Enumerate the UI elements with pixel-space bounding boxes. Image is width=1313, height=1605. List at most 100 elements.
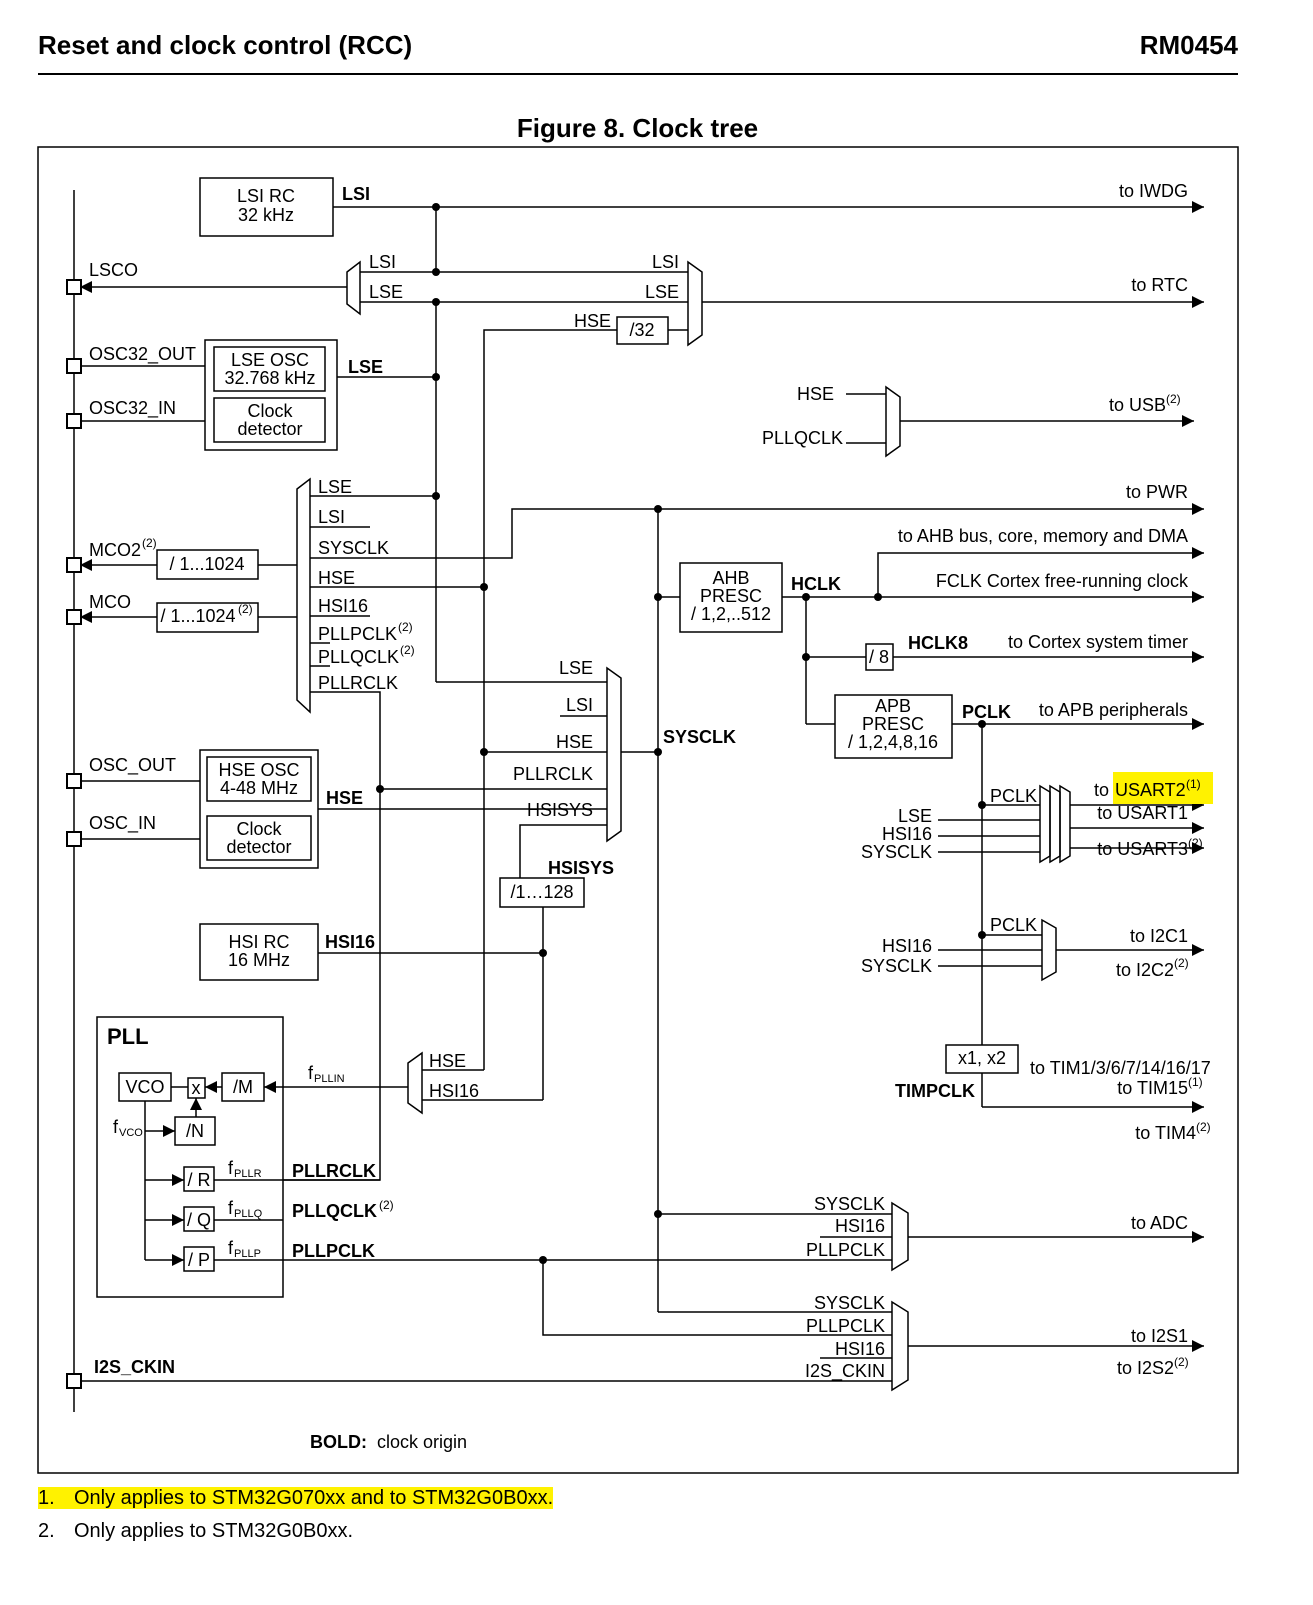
hsisys-label: HSISYS (548, 858, 614, 878)
usart2-ref: (1) (1186, 777, 1201, 791)
pll-src-hse-label: HSE (429, 1051, 466, 1071)
i2s-in-ckin: I2S_CKIN (805, 1361, 885, 1382)
i2s-in-sysclk: SYSCLK (814, 1293, 885, 1313)
pll-block (96, 1016, 284, 1298)
rtc-mux (687, 260, 703, 347)
fpllin-sub: PLLIN (314, 1073, 345, 1085)
pwr-label: to PWR (1126, 482, 1188, 502)
pclk-label: PCLK (962, 702, 1011, 722)
hsi-rc-block (199, 923, 319, 981)
legend-bold: BOLD: (310, 1432, 367, 1452)
legend-text: clock origin (377, 1432, 467, 1452)
usart-in-sysclk: SYSCLK (861, 842, 932, 862)
document-id: RM0454 (1139, 30, 1238, 60)
adc-in-hsi16: HSI16 (835, 1216, 885, 1236)
ahb-presc-ratio: / 1,2,..512 (691, 604, 771, 624)
apb-presc-label-2: PRESC (862, 714, 924, 734)
hsi-rc-freq: 16 MHz (228, 950, 290, 970)
rtc-lsi-label: LSI (652, 252, 679, 272)
i2s2-label: to I2S2 (1117, 1358, 1174, 1378)
tim-a-label: to TIM1/3/6/7/14/16/17 (1030, 1058, 1211, 1078)
junction (654, 593, 662, 601)
hclk-label: HCLK (791, 574, 841, 594)
fpllq-sub: PLLQ (234, 1208, 263, 1220)
usart2-label: USART2 (1115, 780, 1186, 800)
i2s-mux (891, 1300, 909, 1392)
hse-osc-block (206, 756, 312, 802)
footnote-2-num: 2. (38, 1520, 55, 1542)
mco-pin-label: MCO (89, 592, 131, 612)
div8-label: / 8 (869, 647, 889, 667)
hse-detector-label-2: detector (226, 837, 291, 857)
junction (376, 785, 384, 793)
i2s-pllp-in (542, 1260, 892, 1336)
tim4-ref: (2) (1196, 1120, 1211, 1134)
usart2-highlight (1113, 772, 1213, 804)
fpllp-label: f (228, 1238, 234, 1258)
section-title: Reset and clock control (RCC) (38, 30, 413, 60)
usb-label: to USB (1109, 395, 1166, 415)
pllqclk-origin-ref: (2) (379, 1198, 394, 1212)
footnote-1: 1.Only applies to STM32G070xx and to STM… (38, 1487, 554, 1510)
junction (539, 1256, 547, 1264)
fvco-label: f (113, 1117, 119, 1137)
junction (432, 268, 440, 276)
sys-in-hse: HSE (556, 732, 593, 752)
junction (978, 801, 986, 809)
diagram-frame (37, 146, 1239, 1474)
usart3-ref: (2) (1188, 836, 1203, 850)
mco-in-pllpclk: PLLPCLK (318, 624, 397, 644)
pll-src-mux (407, 1051, 423, 1115)
hse-vertical (483, 329, 617, 1070)
pllrclk-origin-label: PLLRCLK (292, 1161, 376, 1181)
pllpclk-origin-label: PLLPCLK (292, 1241, 375, 1261)
fpllp-sub: PLLP (234, 1248, 261, 1260)
pll-src-hsi16-label: HSI16 (429, 1081, 479, 1101)
usb-mux (885, 385, 901, 458)
figure-title: Figure 8. Clock tree (516, 113, 759, 143)
mco-sysclk-in (310, 503, 1204, 559)
div-p-label: / P (188, 1250, 210, 1270)
fpllr-sub: PLLR (234, 1168, 262, 1180)
lse-detector-label-2: detector (237, 419, 302, 439)
sys-in-hsisys: HSISYS (527, 800, 593, 820)
junction (480, 748, 488, 756)
adc-label: to ADC (1131, 1213, 1188, 1233)
lse-origin-label: LSE (348, 357, 383, 377)
pin-osc-out (66, 773, 82, 789)
tim-mult-label: x1, x2 (958, 1048, 1006, 1068)
mco-div-ref: (2) (238, 602, 253, 616)
i2s2-ref: (2) (1174, 1355, 1189, 1369)
junction (978, 720, 986, 728)
adc-mux (891, 1201, 909, 1272)
usart-pclk-label: PCLK (990, 786, 1037, 806)
usb-ref: (2) (1166, 392, 1181, 406)
sys-hsisys-in (519, 824, 607, 878)
pin-osc32-in (66, 413, 82, 429)
mco-in-hse: HSE (318, 568, 355, 588)
hsisys-div-block (499, 877, 585, 908)
lse-osc-freq: 32.768 kHz (224, 368, 315, 388)
header-rule (38, 73, 1238, 75)
rtc-lse-label: LSE (645, 282, 679, 302)
mco-in-pllrclk: PLLRCLK (318, 673, 398, 693)
iwdg-label: to IWDG (1119, 181, 1188, 201)
i2s-ckin-pin-label: I2S_CKIN (94, 1357, 175, 1377)
usart-mux-2 (1049, 784, 1061, 864)
pin-mco (66, 609, 82, 625)
usb-pllq-label: PLLQCLK (762, 428, 843, 448)
junction (539, 949, 547, 957)
apb-presc-label: APB (875, 696, 911, 716)
div-q-label: / Q (187, 1210, 211, 1230)
i2s-in-hsi16: HSI16 (835, 1339, 885, 1359)
junction (480, 583, 488, 591)
hsi16-origin-label: HSI16 (325, 932, 375, 952)
i2c1-label: to I2C1 (1130, 926, 1188, 946)
mco-div-label: / 1...1024 (160, 606, 235, 626)
adc-in-sysclk: SYSCLK (814, 1194, 885, 1214)
div-q-block (183, 1206, 215, 1232)
hsisys-div-label: /1…128 (510, 882, 573, 902)
pin-osc-in (66, 831, 82, 847)
lsco-pin-label: LSCO (89, 260, 138, 280)
div-n-label: /N (186, 1121, 204, 1141)
